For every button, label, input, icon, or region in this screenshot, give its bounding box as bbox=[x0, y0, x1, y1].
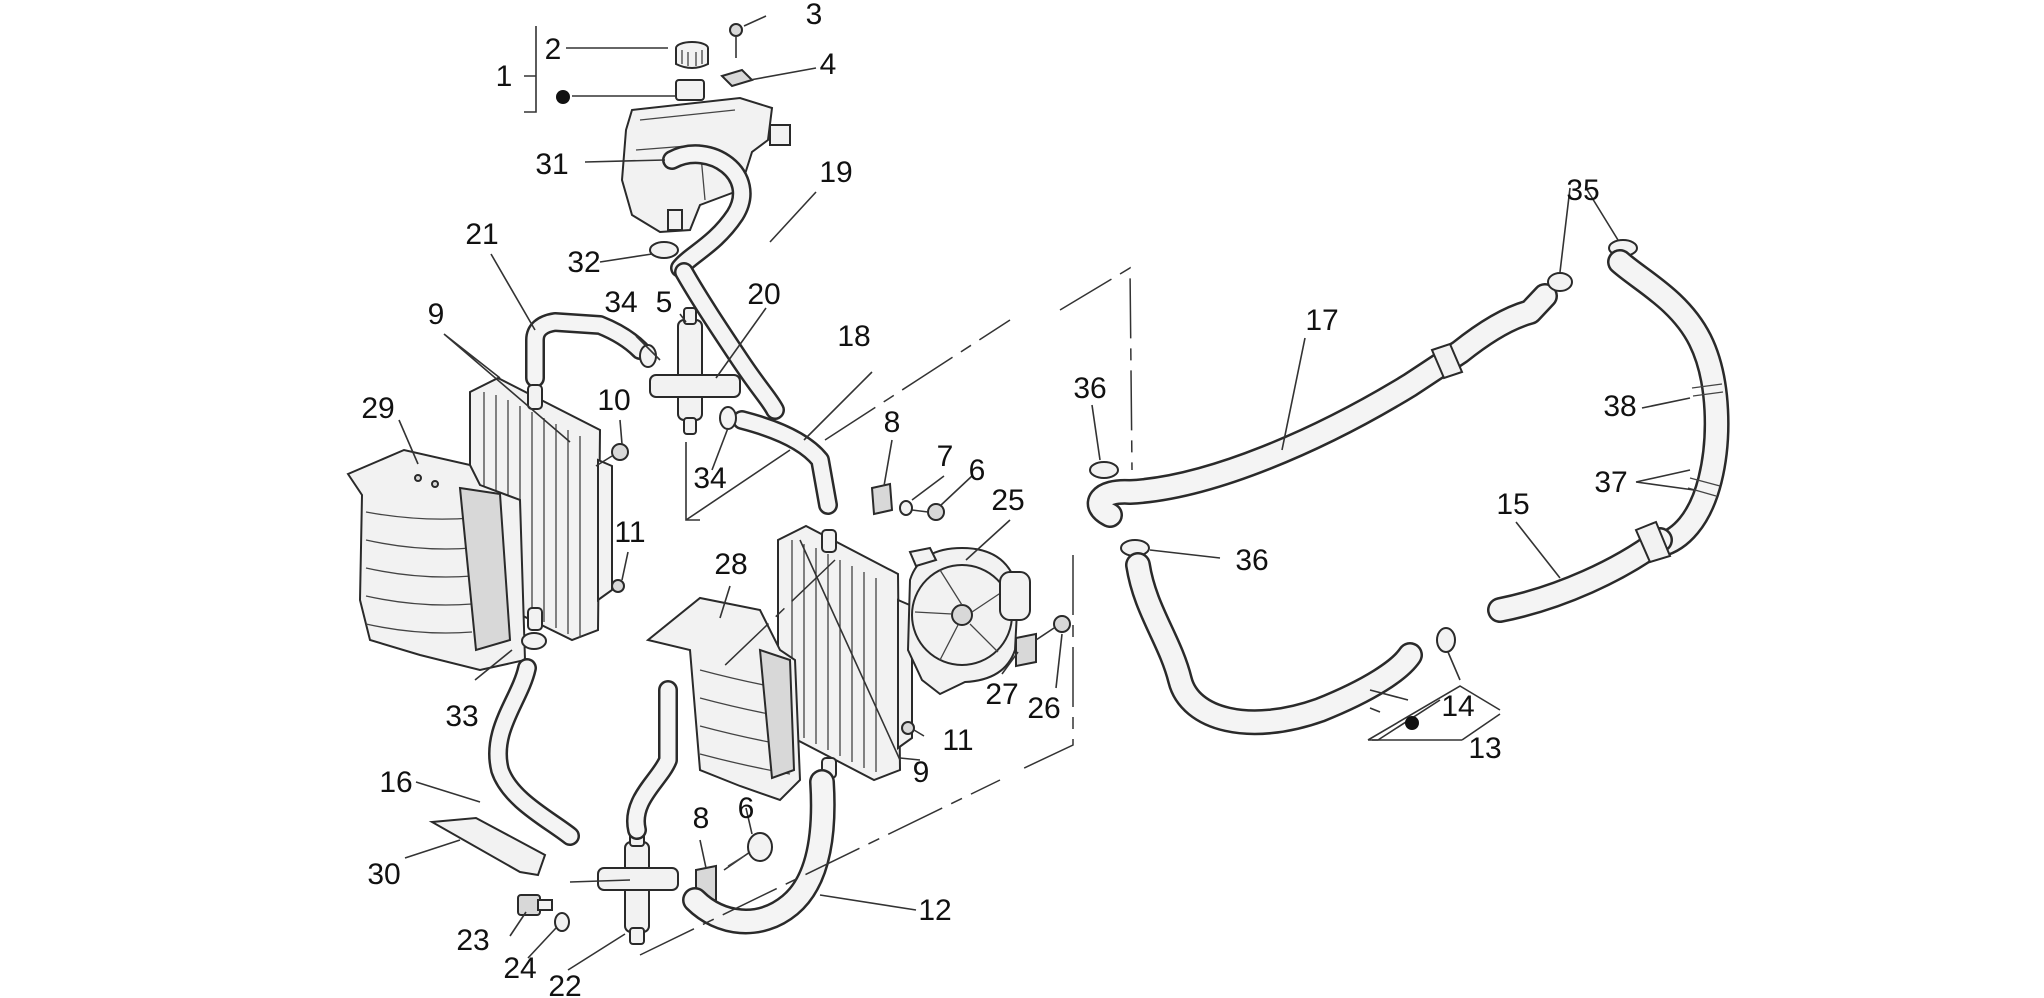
label-14: 14 bbox=[1441, 690, 1474, 723]
washer-7 bbox=[899, 500, 913, 516]
leader-lines bbox=[398, 15, 1695, 971]
label-34-lower: 34 bbox=[693, 462, 726, 495]
label-26: 26 bbox=[1027, 692, 1060, 725]
label-10: 10 bbox=[597, 384, 630, 417]
label-16: 16 bbox=[379, 766, 412, 799]
assembly-dot-13 bbox=[1405, 716, 1419, 730]
label-22: 22 bbox=[548, 970, 581, 998]
hose-18 bbox=[732, 410, 838, 515]
label-27: 27 bbox=[985, 678, 1018, 711]
label-23: 23 bbox=[456, 924, 489, 957]
radiator-cover-28 bbox=[645, 596, 802, 802]
label-11-left: 11 bbox=[614, 516, 645, 549]
label-11-right: 11 bbox=[942, 724, 973, 757]
hose-12 bbox=[682, 769, 836, 935]
label-6-lower: 6 bbox=[738, 792, 755, 825]
washer-24 bbox=[554, 912, 570, 932]
screw-6-lower bbox=[723, 832, 773, 871]
label-6-upper: 6 bbox=[969, 454, 986, 487]
screw-10 bbox=[595, 443, 629, 467]
bleed-screw-23 bbox=[517, 894, 553, 916]
label-8-upper: 8 bbox=[884, 406, 901, 439]
callout-labels: 1 2 3 4 5 6 6 7 8 8 9 9 10 11 11 12 13 1… bbox=[361, 0, 1636, 998]
label-36-lower: 36 bbox=[1235, 544, 1268, 577]
clamp-33 bbox=[521, 632, 547, 650]
bracket-8-upper bbox=[870, 482, 894, 516]
expansion-tank bbox=[620, 79, 791, 234]
label-1: 1 bbox=[496, 60, 513, 93]
label-30: 30 bbox=[367, 858, 400, 891]
radiator-cover-29 bbox=[346, 448, 527, 672]
label-25: 25 bbox=[991, 484, 1024, 517]
label-19: 19 bbox=[819, 156, 852, 189]
hose-21 bbox=[525, 312, 650, 388]
tee-fitting-5 bbox=[649, 307, 741, 435]
label-36-upper: 36 bbox=[1073, 372, 1106, 405]
tank-cap bbox=[675, 41, 709, 69]
label-17: 17 bbox=[1305, 304, 1338, 337]
label-18: 18 bbox=[837, 320, 870, 353]
clamp-14 bbox=[1436, 627, 1456, 653]
label-32: 32 bbox=[567, 246, 600, 279]
screw-3 bbox=[729, 23, 743, 58]
label-35: 35 bbox=[1566, 174, 1599, 207]
label-21: 21 bbox=[465, 218, 498, 251]
label-7: 7 bbox=[937, 440, 954, 473]
clamp-34-lower bbox=[719, 406, 737, 430]
nut-11-left bbox=[611, 579, 625, 593]
label-5: 5 bbox=[656, 286, 673, 319]
label-13: 13 bbox=[1468, 732, 1501, 765]
hose-15 bbox=[1487, 520, 1673, 623]
hose-17 bbox=[1086, 283, 1558, 528]
cross-fitting-22 bbox=[597, 829, 679, 945]
label-37: 37 bbox=[1594, 466, 1627, 499]
cooling-fan-25 bbox=[906, 546, 1031, 696]
label-9-left: 9 bbox=[428, 298, 445, 331]
clamp-36-upper bbox=[1089, 461, 1119, 479]
label-9-right: 9 bbox=[913, 756, 930, 789]
nut-11-right bbox=[901, 721, 915, 735]
label-24: 24 bbox=[503, 952, 536, 985]
clamp-35-left bbox=[1547, 272, 1573, 292]
label-34-upper: 34 bbox=[604, 286, 637, 319]
label-33: 33 bbox=[445, 700, 478, 733]
label-15: 15 bbox=[1496, 488, 1529, 521]
label-29: 29 bbox=[361, 392, 394, 425]
bracket-27 bbox=[1015, 632, 1037, 668]
clip-4 bbox=[720, 68, 754, 88]
label-20: 20 bbox=[747, 278, 780, 311]
label-12: 12 bbox=[918, 894, 951, 927]
heat-shield-30 bbox=[428, 816, 547, 877]
hose-13 bbox=[1125, 552, 1423, 736]
label-8-lower: 8 bbox=[693, 802, 710, 835]
hose-16 bbox=[488, 658, 580, 846]
clamp-32 bbox=[649, 241, 679, 259]
assembly-dot-1 bbox=[556, 90, 570, 104]
assembly-boundary-lines bbox=[569, 266, 1133, 956]
label-4: 4 bbox=[820, 48, 837, 81]
hose-19 bbox=[662, 144, 752, 278]
hose-20 bbox=[674, 262, 785, 420]
hose-38 bbox=[1607, 249, 1730, 558]
label-3: 3 bbox=[806, 0, 823, 31]
label-2: 2 bbox=[545, 33, 562, 66]
hose-to-22 bbox=[626, 680, 678, 840]
label-31: 31 bbox=[535, 148, 568, 181]
label-28: 28 bbox=[714, 548, 747, 581]
screw-6-upper bbox=[911, 503, 945, 521]
screw-26 bbox=[1035, 615, 1071, 641]
label-38: 38 bbox=[1603, 390, 1636, 423]
